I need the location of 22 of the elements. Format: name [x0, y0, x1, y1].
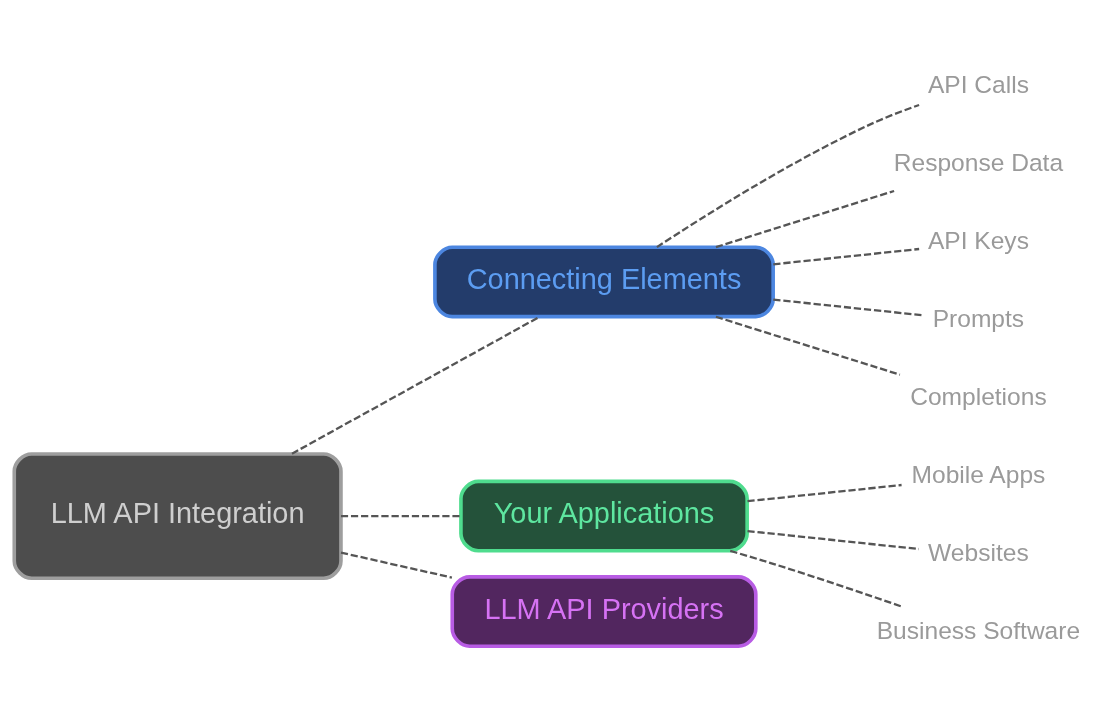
connector [341, 514, 461, 518]
node-text: Business Software [876, 617, 1081, 645]
node-box: Connecting Elements [433, 245, 775, 319]
node-text: Completions [910, 382, 1047, 410]
node-text: Mobile Apps [911, 461, 1046, 489]
connector [747, 483, 902, 503]
connector [773, 298, 924, 317]
connector [715, 189, 895, 249]
connector [340, 551, 453, 579]
connector [729, 549, 904, 609]
node-box: LLM API Integration [12, 452, 343, 581]
connector [291, 315, 541, 455]
node-text: API Keys [927, 226, 1029, 254]
connector [773, 247, 920, 266]
node-box: LLM API Providers [450, 575, 758, 648]
connector [715, 315, 901, 376]
node-text: Prompts [932, 304, 1025, 332]
node-text: API Calls [927, 70, 1029, 98]
node-text: Response Data [893, 148, 1064, 176]
node-box: Your Applications [459, 479, 749, 553]
connector [656, 103, 920, 249]
node-text: Websites [928, 539, 1029, 567]
